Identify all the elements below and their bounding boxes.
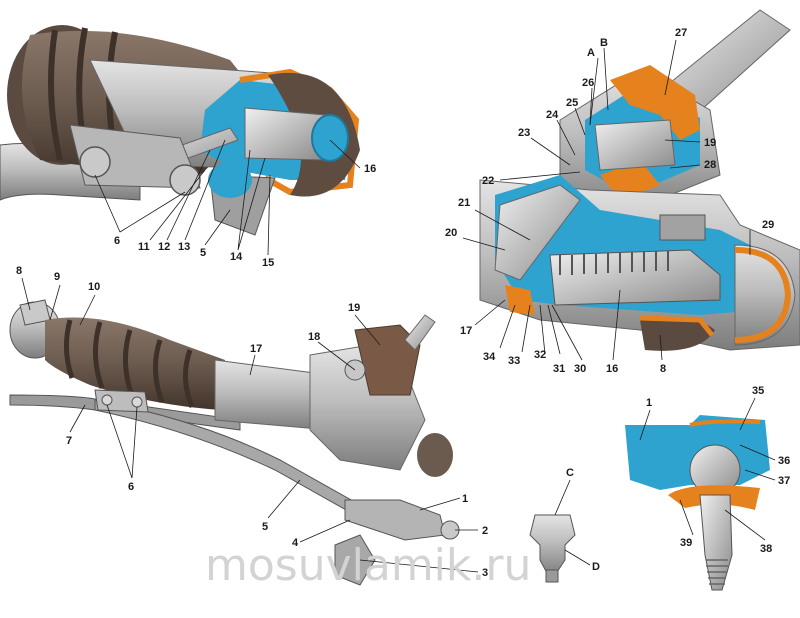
boot-8-lower — [640, 316, 715, 351]
steering-gear-assembly — [9, 299, 460, 586]
label-6-bottom: 6 — [128, 481, 134, 493]
label-18: 18 — [308, 331, 320, 343]
label-13: 13 — [178, 241, 190, 253]
label-39: 39 — [680, 537, 692, 549]
label-9: 9 — [54, 271, 60, 283]
bushing-stem — [545, 569, 559, 583]
label-34: 34 — [483, 351, 496, 363]
top-right-section-view — [479, 9, 800, 351]
label-29: 29 — [762, 219, 774, 231]
label-19-bottom: 19 — [348, 302, 360, 314]
mount-bracket-19 — [354, 324, 421, 396]
label-32: 32 — [534, 349, 546, 361]
label-17-top: 17 — [460, 325, 472, 337]
label-10: 10 — [88, 281, 100, 293]
watermark: mosuvlamik.ru — [205, 540, 531, 591]
label-1-bottom: 1 — [462, 493, 468, 505]
label-20: 20 — [445, 227, 457, 239]
label-14: 14 — [230, 251, 243, 263]
label-25: 25 — [566, 97, 578, 109]
label-38: 38 — [760, 543, 772, 555]
label-16-right: 16 — [606, 363, 618, 375]
housing-bracket — [659, 214, 706, 241]
label-D: D — [592, 561, 600, 573]
stud-thread — [706, 559, 728, 585]
label-27: 27 — [675, 27, 687, 39]
tie-rod-end-1 — [344, 499, 446, 541]
bushing-detail — [529, 514, 576, 583]
label-B: B — [600, 37, 608, 49]
bolt-head-6a — [79, 146, 111, 178]
label-3: 3 — [482, 567, 488, 579]
label-16-top: 16 — [364, 163, 376, 175]
label-5-bottom: 5 — [262, 521, 268, 533]
seal-orange-top-left — [239, 68, 360, 196]
leader-lines — [21, 39, 776, 573]
label-7: 7 — [66, 435, 72, 447]
label-C: C — [566, 467, 574, 479]
input-shaft-stub — [404, 314, 436, 351]
ball-stud-shank-38 — [699, 494, 733, 591]
valve-spool — [594, 119, 676, 171]
label-15: 15 — [262, 257, 274, 269]
blue-clip-section — [208, 162, 252, 198]
label-11: 11 — [138, 241, 150, 253]
label-36: 36 — [778, 455, 790, 467]
label-17-bottom: 17 — [250, 343, 262, 355]
rack-teeth-pattern — [559, 251, 669, 275]
label-37: 37 — [778, 475, 790, 487]
label-4: 4 — [292, 537, 299, 549]
label-21: 21 — [458, 197, 470, 209]
ball-joint-section — [625, 415, 770, 591]
label-31: 31 — [553, 363, 565, 375]
label-19-top: 19 — [704, 137, 716, 149]
label-A: A — [587, 47, 595, 59]
label-2: 2 — [482, 525, 488, 537]
label-1-joint: 1 — [646, 397, 652, 409]
label-33: 33 — [508, 355, 520, 367]
label-8-left: 8 — [16, 265, 22, 277]
pinion-21 — [494, 184, 581, 281]
label-12: 12 — [158, 241, 170, 253]
label-5-top: 5 — [200, 247, 206, 259]
label-24: 24 — [546, 109, 559, 121]
label-35: 35 — [752, 385, 764, 397]
rack-16-teeth — [549, 249, 721, 306]
label-23: 23 — [518, 127, 530, 139]
valve-seal-orange-lower — [600, 160, 660, 200]
bushing-body — [529, 514, 576, 576]
valve-seal-orange — [610, 65, 700, 140]
bracket-3 — [334, 534, 376, 586]
label-8-right: 8 — [660, 363, 666, 375]
joint-seal-orange-35 — [689, 419, 761, 427]
label-30: 30 — [574, 363, 586, 375]
end-seal-orange — [734, 247, 792, 343]
plug-orange-17 — [505, 285, 535, 315]
label-26: 26 — [582, 77, 594, 89]
label-28: 28 — [704, 159, 716, 171]
boot-10 — [45, 317, 225, 410]
top-left-cutaway-view — [0, 25, 360, 236]
right-boot-end — [417, 433, 453, 477]
boot-10-ribs — [64, 319, 195, 408]
label-6-top: 6 — [114, 235, 120, 247]
bracket-6-bolt-a — [101, 394, 113, 406]
seal-orange-boot-8 — [639, 315, 714, 337]
part-labels: 16 6 11 12 13 5 14 15 A B 27 26 25 24 23… — [16, 27, 790, 579]
bracket-6-bolt-b — [131, 396, 143, 408]
label-22: 22 — [482, 175, 494, 187]
inner-sleeve-16-bore — [311, 114, 349, 162]
